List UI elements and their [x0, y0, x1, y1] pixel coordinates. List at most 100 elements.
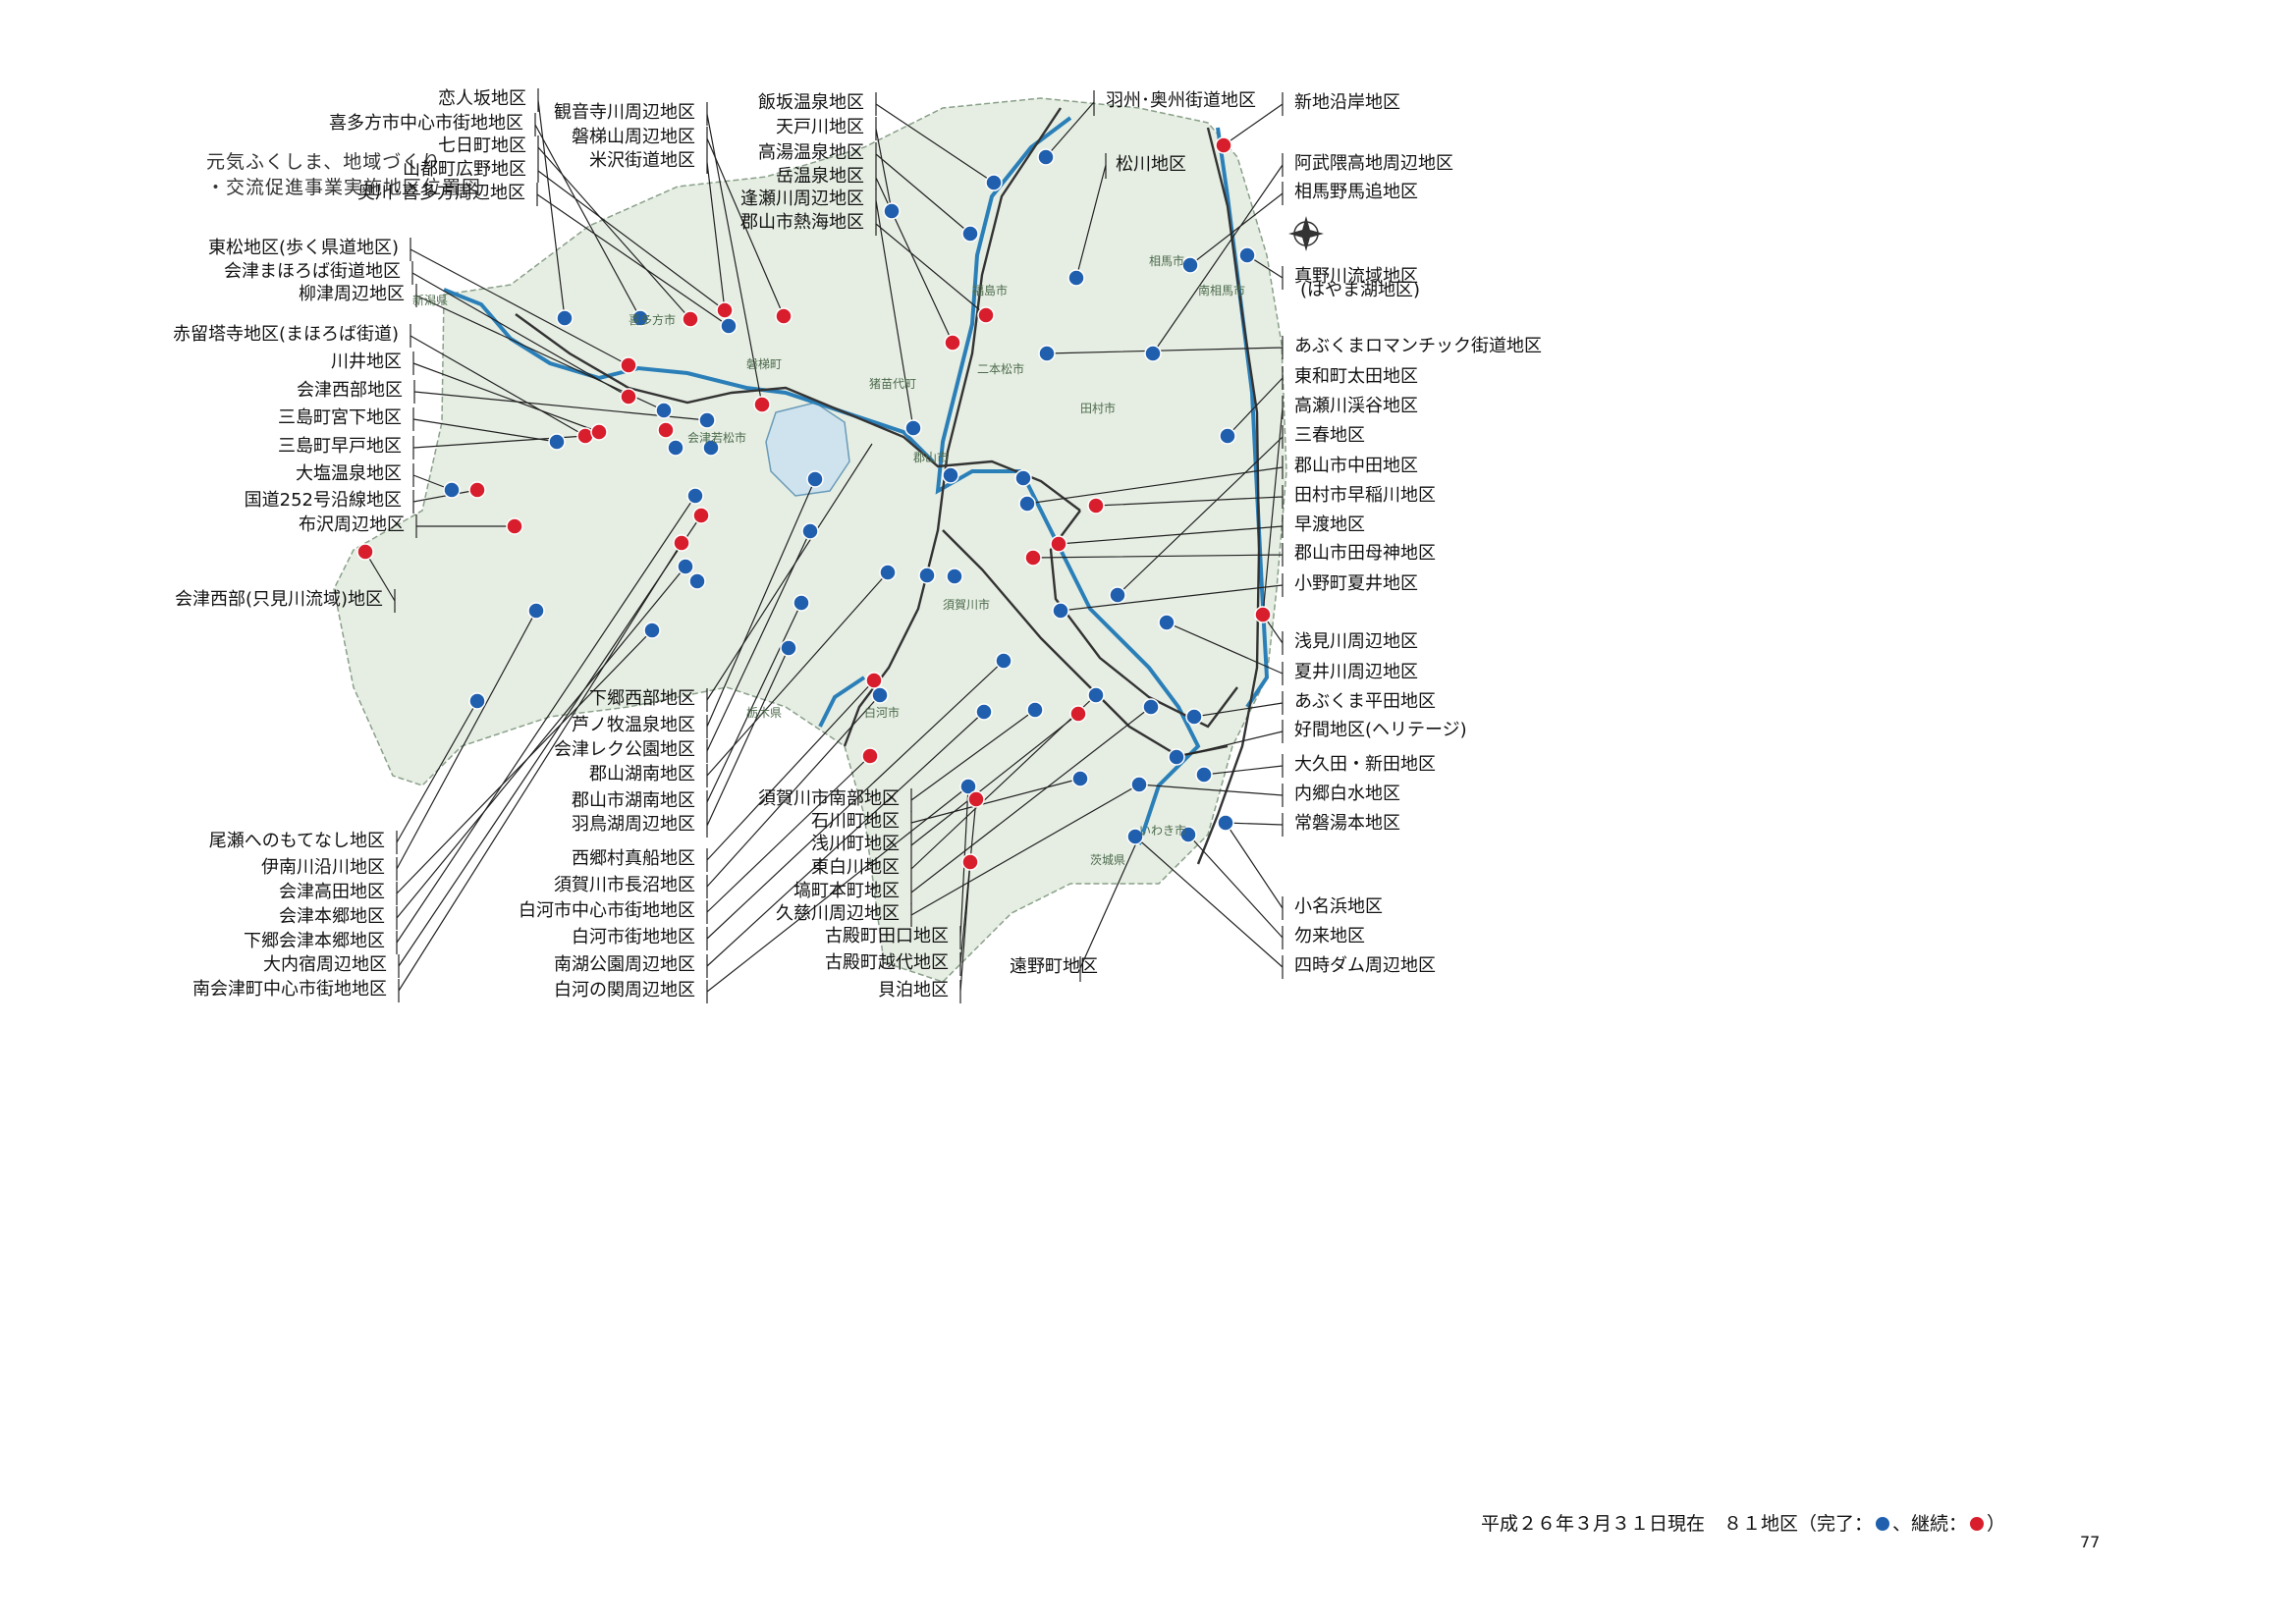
continuing-site-marker	[961, 853, 979, 871]
leader-line	[706, 102, 763, 406]
district-label: 磐梯山周辺地区	[572, 127, 695, 147]
district-label: あぶくまロマンチック街道地区	[1294, 336, 1542, 356]
leader-line	[410, 324, 586, 437]
complete-site-marker	[806, 470, 824, 488]
leader-line	[396, 495, 696, 954]
legend-suffix: ）	[1987, 1513, 2006, 1535]
complete-site-marker	[443, 481, 461, 499]
district-label: 相馬野馬追地区	[1294, 182, 1418, 202]
complete-site-marker	[677, 558, 694, 575]
continuing-site-marker	[1087, 497, 1105, 514]
leader-line	[1026, 456, 1284, 505]
leader-line	[364, 551, 396, 613]
district-label: 羽州･奥州街道地区	[1106, 90, 1256, 111]
complete-site-marker	[961, 225, 979, 243]
leader-line	[1095, 485, 1284, 509]
complete-site-marker	[1142, 698, 1160, 716]
district-label: 会津まほろば街道地区	[224, 261, 401, 282]
leader-line	[396, 610, 537, 881]
district-label: 郡山市熱海地区	[740, 212, 864, 233]
continuing-site-marker	[468, 481, 486, 499]
leader-line	[1203, 754, 1284, 778]
map-place-name: 猪苗代町	[869, 377, 916, 391]
complete-site-marker	[686, 487, 704, 505]
district-label: 大塩温泉地区	[296, 463, 402, 484]
complete-site-marker	[631, 309, 649, 327]
district-label: 東和町太田地区	[1294, 366, 1418, 387]
complete-site-marker	[1109, 586, 1126, 604]
continuing-site-marker	[775, 307, 793, 325]
leader-line	[1187, 834, 1284, 949]
complete-site-marker	[995, 652, 1012, 670]
complete-site-marker	[946, 568, 963, 585]
district-label: 喜多方市中心市街地地区	[329, 113, 523, 134]
leader-line	[1045, 90, 1095, 158]
complete-site-marker	[1014, 469, 1032, 487]
district-label: 勿来地区	[1294, 926, 1365, 947]
page-title-line-2: ・交流促進事業実施地区位置図	[206, 177, 482, 198]
continuing-site-marker	[861, 747, 879, 765]
complete-site-marker	[1038, 345, 1056, 362]
leader-line	[1058, 514, 1284, 545]
district-label: 好間地区(ヘリテージ)	[1294, 720, 1467, 740]
district-label: 大内宿周辺地区	[263, 954, 387, 975]
map-place-name: 新潟県	[412, 293, 448, 307]
map-place-name: 喜多方市	[629, 312, 676, 327]
district-label: 赤留塔寺地区(まほろば街道)	[172, 324, 399, 345]
complete-site-marker	[468, 692, 486, 710]
district-label: 新地沿岸地区	[1294, 92, 1400, 113]
district-label: 郡山市田母神地区	[1294, 543, 1436, 564]
complete-site-marker	[1238, 246, 1256, 264]
continuing-site-marker	[620, 388, 637, 406]
complete-site-marker	[1130, 776, 1148, 793]
leader-line	[1227, 366, 1284, 437]
complete-site-marker	[975, 703, 993, 721]
leader-line	[706, 571, 889, 787]
map-place-name: 福島市	[972, 283, 1008, 298]
complete-site-marker	[548, 433, 566, 451]
district-label: 須賀川市長沼地区	[554, 875, 695, 895]
district-label: 浅見川周辺地区	[1294, 631, 1418, 652]
district-label: 布沢周辺地区	[299, 514, 405, 535]
district-label: 三島町早戸地区	[278, 436, 402, 457]
leader-line	[1223, 92, 1284, 146]
leader-line	[1189, 182, 1284, 266]
complete-site-marker	[1179, 826, 1197, 843]
leader-line	[1117, 425, 1284, 596]
map-place-name: 郡山市	[913, 450, 949, 464]
leader-line	[410, 238, 629, 366]
leader-line	[398, 542, 683, 1002]
continuing-site-marker	[1024, 549, 1042, 567]
complete-site-marker	[1071, 770, 1089, 787]
leader-lines	[364, 88, 1284, 1003]
complete-site-marker	[801, 522, 819, 540]
district-label: 会津西部地区	[297, 380, 403, 401]
leader-line	[706, 785, 969, 1003]
leader-line	[1060, 573, 1284, 612]
district-label: 伊南川沿川地区	[261, 857, 385, 878]
map-place-name: 茨城県	[1090, 853, 1125, 867]
leader-line	[959, 861, 971, 1003]
district-label: 四時ダム周辺地区	[1294, 955, 1436, 976]
district-label: 白河市中心市街地地区	[519, 900, 695, 921]
district-label: 東白川地区	[811, 857, 900, 878]
complete-site-marker	[556, 309, 574, 327]
complete-site-marker	[720, 317, 738, 335]
district-label: 貝泊地区	[878, 980, 949, 1001]
leader-line	[1262, 396, 1284, 616]
complete-site-marker	[698, 411, 716, 429]
leader-line	[706, 711, 985, 978]
complete-site-marker	[643, 622, 661, 639]
complete-site-marker	[1217, 814, 1234, 832]
leader-line	[537, 159, 726, 311]
page-number: 77	[2080, 1533, 2101, 1551]
district-label: 下郷西部地区	[589, 688, 695, 709]
leader-line	[706, 694, 881, 898]
continuing-site-marker	[590, 423, 608, 441]
district-label: 東松地区(歩く県道地区)	[207, 238, 399, 258]
district-label: 尾瀬へのもてなし地区	[208, 831, 385, 851]
district-label: 古殿町田口地区	[825, 926, 949, 947]
district-label: 会津レク公園地区	[554, 739, 695, 760]
district-label: 久慈川周辺地区	[776, 903, 900, 924]
complete-site-marker	[688, 572, 706, 590]
